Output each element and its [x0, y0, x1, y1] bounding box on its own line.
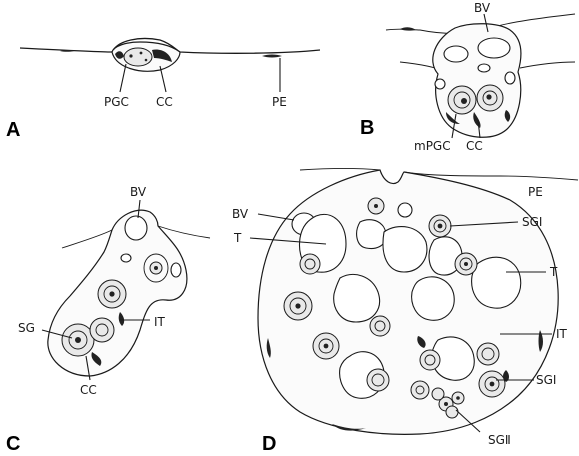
panel-a-label-pe: PE — [272, 95, 287, 109]
panel-a-letter: A — [6, 119, 20, 141]
panel-b-label-cc: CC — [466, 139, 483, 153]
panel-c-label-cc: CC — [80, 383, 97, 397]
panel-d-label-sg1-bottom: SGⅠ — [536, 373, 556, 387]
panel-c-blood-vessel — [125, 216, 147, 240]
panel-a: PGC CC PE A — [6, 39, 320, 142]
panel-c-label-bv: BV — [130, 185, 147, 199]
panel-c: BV SG IT CC C — [6, 185, 210, 455]
panel-b-label-bv: BV — [474, 1, 491, 15]
panel-d-label-sg2: SGⅡ — [488, 433, 511, 447]
panel-b-blood-vessel — [478, 38, 510, 58]
panel-d-label-pe: PE — [528, 185, 543, 199]
panel-b-label-mpgc: mPGC — [414, 139, 451, 153]
panel-c-sg-3 — [90, 318, 114, 342]
panel-c-label-sg: SG — [18, 321, 35, 335]
panel-a-label-pgc: PGC — [104, 95, 129, 109]
panel-a-pe-cell — [262, 55, 282, 58]
panel-d-label-t-right: T — [549, 265, 558, 279]
panel-d-label-bv: BV — [232, 207, 249, 221]
panel-c-label-it: IT — [154, 315, 166, 329]
panel-a-label-cc: CC — [156, 95, 173, 109]
panel-b: BV mPGC CC B — [360, 1, 575, 153]
panel-d: BV T SGⅠ PE T IT SGⅠ SGⅡ D — [232, 169, 578, 456]
panel-d-tubule-right — [472, 257, 521, 308]
panel-d-label-t-left: T — [233, 231, 242, 245]
panel-d-label-sg1-top: SGⅠ — [522, 215, 542, 229]
panel-d-letter: D — [262, 433, 276, 455]
panel-d-label-it: IT — [556, 327, 568, 341]
panel-c-letter: C — [6, 433, 20, 455]
panel-d-sg1-cell — [429, 215, 451, 237]
panel-b-letter: B — [360, 117, 374, 139]
panel-a-pgc-nucleus — [124, 48, 152, 66]
